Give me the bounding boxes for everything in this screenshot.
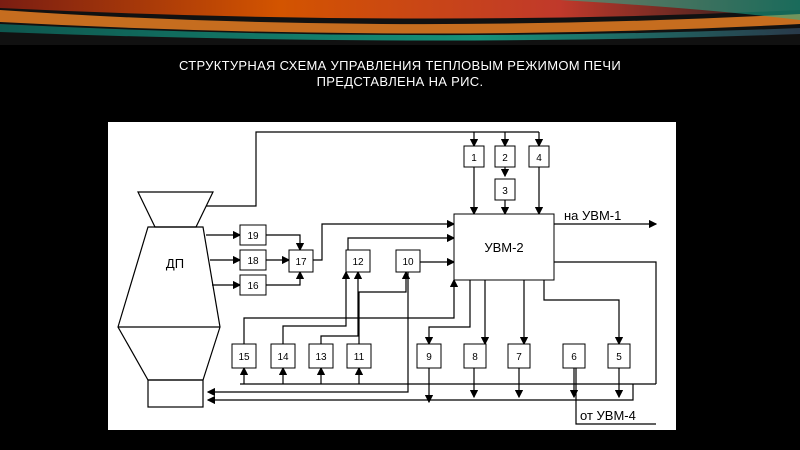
block-17-label: 17 <box>295 257 307 268</box>
slide-title-line-2: ПРЕДСТАВЛЕНА НА РИС. <box>316 74 484 89</box>
block-7-label: 7 <box>516 352 522 363</box>
block-diagram-canvas: 1 2 3 4 УВМ-2 19 18 16 17 12 10 15 14 <box>117 131 658 425</box>
block-15-label: 15 <box>238 352 250 363</box>
block-5-label: 5 <box>616 352 622 363</box>
block-4-label: 4 <box>536 153 542 164</box>
block-3-label: 3 <box>502 186 508 197</box>
furnace-hearth <box>147 379 204 408</box>
block-18-label: 18 <box>247 256 259 267</box>
output-label: на УВМ-1 <box>564 208 621 223</box>
main-unit-label: УВМ-2 <box>484 240 523 255</box>
decorative-header-stripes <box>0 0 800 45</box>
block-1-label: 1 <box>471 153 477 164</box>
block-13-label: 13 <box>315 352 327 363</box>
blocks: 1 2 3 4 УВМ-2 19 18 16 17 12 10 15 14 <box>166 145 636 423</box>
block-10-label: 10 <box>402 257 414 268</box>
block-19-label: 19 <box>247 231 259 242</box>
slide-title-line-1: СТРУКТУРНАЯ СХЕМА УПРАВЛЕНИЯ ТЕПЛОВЫМ РЕ… <box>179 58 621 73</box>
block-6-label: 6 <box>571 352 577 363</box>
furnace-body <box>117 226 221 381</box>
block-12-label: 12 <box>352 257 364 268</box>
block-11-label: 11 <box>354 352 365 363</box>
block-2-label: 2 <box>502 153 508 164</box>
slide-title: СТРУКТУРНАЯ СХЕМА УПРАВЛЕНИЯ ТЕПЛОВЫМ РЕ… <box>100 58 700 90</box>
furnace-top-cone <box>137 191 214 228</box>
block-14-label: 14 <box>277 352 289 363</box>
input-label: от УВМ-4 <box>580 408 636 423</box>
block-8-label: 8 <box>472 352 478 363</box>
furnace-label: ДП <box>166 256 184 271</box>
block-16-label: 16 <box>247 281 259 292</box>
block-diagram: 1 2 3 4 УВМ-2 19 18 16 17 12 10 15 14 <box>108 122 676 430</box>
block-9-label: 9 <box>426 352 432 363</box>
